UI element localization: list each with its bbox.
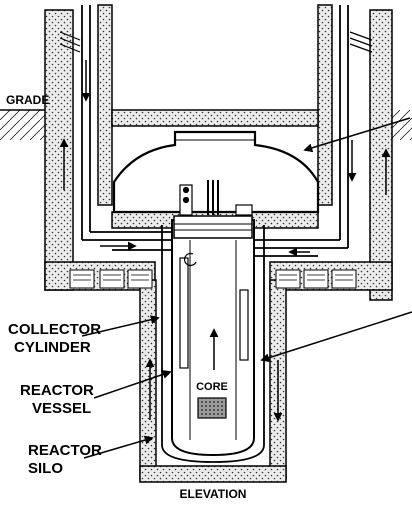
reactor-vessel (171, 215, 255, 457)
support-blocks (69, 269, 357, 289)
labels: GRADE COLLECTOR CYLINDER REACTOR VESSEL … (6, 93, 246, 501)
reactor-vessel-label-line2: VESSEL (32, 400, 91, 417)
vent-louvers (59, 31, 373, 53)
core-label: CORE (196, 381, 228, 393)
reactor-silo-label-line1: REACTOR (28, 442, 102, 459)
control-rod-drives (179, 180, 253, 216)
elevation-label: ELEVATION (180, 487, 247, 501)
collector-cylinder-label-line1: COLLECTOR (8, 321, 101, 338)
grade-earth (0, 109, 412, 140)
reactor-silo-label-line2: SILO (28, 460, 63, 477)
containment-dome (112, 130, 320, 214)
collector-cylinder (161, 225, 265, 463)
concrete-structure (44, 4, 393, 483)
air-ducts (81, 5, 349, 257)
vessel-internals (179, 252, 249, 369)
flow-arrows (59, 60, 391, 422)
collector-cylinder-label-line2: CYLINDER (14, 339, 91, 356)
leader-lines (81, 117, 412, 459)
reactor-core: CORE (196, 381, 228, 419)
grade-label: GRADE (6, 93, 49, 107)
reactor-vessel-label-line1: REACTOR (20, 382, 94, 399)
